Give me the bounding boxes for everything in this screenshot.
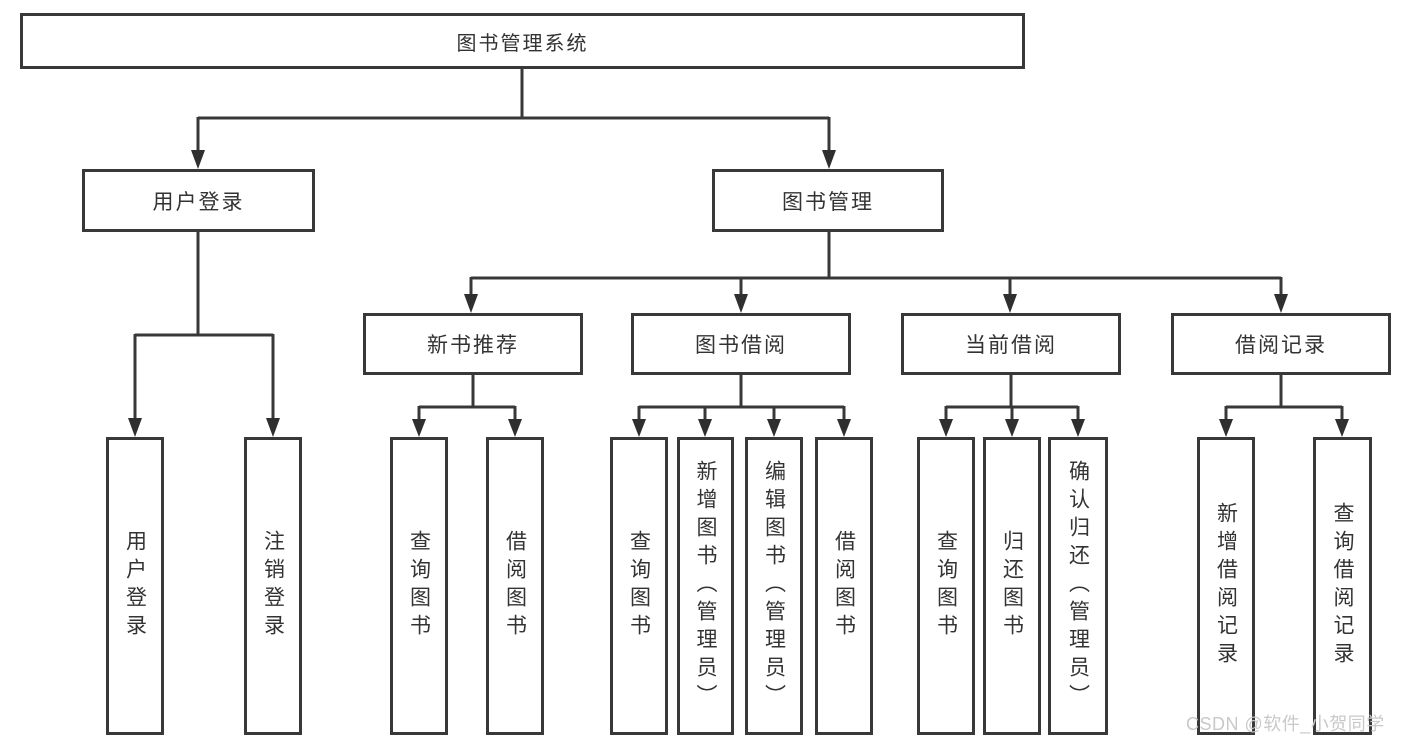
node-user-login: 用户登录 xyxy=(82,169,315,232)
arrowhead xyxy=(191,150,205,169)
connector-user-login-children xyxy=(128,232,280,437)
leaf-query-books-recommend: 查询图书 xyxy=(390,437,448,735)
connector-book-borrow-children xyxy=(632,375,851,437)
leaf-add-borrow-record: 新增借阅记录 xyxy=(1197,437,1255,735)
leaf-query-books-current: 查询图书 xyxy=(917,437,975,735)
node-book-management: 图书管理 xyxy=(712,169,944,232)
arrowhead xyxy=(1071,419,1085,437)
arrowhead xyxy=(632,419,646,437)
arrowhead xyxy=(464,294,478,313)
node-new-book-recommend: 新书推荐 xyxy=(363,313,583,375)
arrowhead xyxy=(939,419,953,437)
node-current-borrow: 当前借阅 xyxy=(901,313,1121,375)
arrowhead xyxy=(266,418,280,437)
leaf-return-book: 归还图书 xyxy=(983,437,1041,735)
arrowhead xyxy=(698,419,712,437)
leaf-edit-book-admin: 编辑图书（管理员） xyxy=(745,437,803,735)
node-book-borrow: 图书借阅 xyxy=(631,313,851,375)
node-root-system: 图书管理系统 xyxy=(20,13,1025,69)
leaf-user-login: 用户登录 xyxy=(106,437,164,735)
arrowhead xyxy=(128,418,142,437)
arrowhead xyxy=(1274,294,1288,313)
leaf-logout: 注销登录 xyxy=(244,437,302,735)
arrowhead xyxy=(1003,294,1017,313)
arrowhead xyxy=(1005,419,1019,437)
leaf-query-books-borrow: 查询图书 xyxy=(610,437,668,735)
arrowhead xyxy=(508,419,522,437)
connector-root-to-level2 xyxy=(191,69,836,169)
arrowhead xyxy=(1335,419,1349,437)
connector-book-management-children xyxy=(464,232,1288,313)
arrowhead xyxy=(767,419,781,437)
leaf-confirm-return-admin: 确认归还（管理员） xyxy=(1048,437,1108,735)
connector-new-book-children xyxy=(412,375,522,437)
leaf-add-book-admin: 新增图书（管理员） xyxy=(677,437,734,735)
connector-borrow-record-children xyxy=(1219,375,1349,437)
arrowhead xyxy=(734,294,748,313)
arrowhead xyxy=(412,419,426,437)
arrowhead xyxy=(837,419,851,437)
node-borrow-records: 借阅记录 xyxy=(1171,313,1391,375)
arrowhead xyxy=(822,150,836,169)
leaf-query-borrow-record: 查询借阅记录 xyxy=(1313,437,1372,735)
connector-current-borrow-children xyxy=(939,375,1085,437)
csdn-watermark: CSDN @软件_小贺同学 xyxy=(1186,714,1385,734)
arrowhead xyxy=(1219,419,1233,437)
leaf-borrow-books: 借阅图书 xyxy=(815,437,873,735)
leaf-borrow-books-recommend: 借阅图书 xyxy=(486,437,544,735)
